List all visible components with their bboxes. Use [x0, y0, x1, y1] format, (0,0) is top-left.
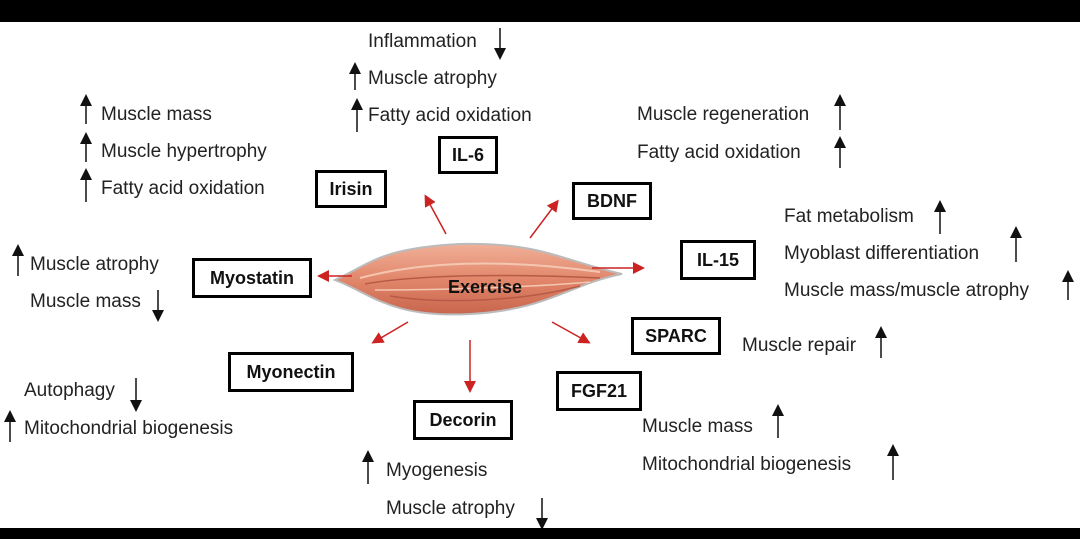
- sparc-box: SPARC: [631, 317, 721, 355]
- arrow-to-il6: [424, 194, 447, 235]
- bdnf-box: BDNF: [572, 182, 652, 220]
- diagram-canvas: Exercise: [0, 22, 1080, 528]
- irisin-effect-muscle-hypertrophy: Muscle hypertrophy: [101, 141, 267, 162]
- decorin-effect-myogenesis: Myogenesis: [386, 460, 488, 481]
- bdnf-effect-fatty-acid-oxidation: Fatty acid oxidation: [637, 142, 801, 163]
- il15-effect-muscle-mass-atrophy: Muscle mass/muscle atrophy: [784, 280, 1029, 301]
- il6-effect-muscle-atrophy: Muscle atrophy: [368, 68, 497, 89]
- irisin-box: Irisin: [315, 170, 387, 208]
- effect-arrows: [4, 28, 1074, 528]
- muscle-icon: Exercise: [332, 242, 623, 316]
- connector-layer: Exercise: [4, 28, 1074, 528]
- arrow-to-myonectin: [371, 321, 409, 344]
- arrow-to-bdnf: [529, 199, 559, 239]
- sparc-effect-muscle-repair: Muscle repair: [742, 335, 857, 356]
- fgf21-box: FGF21: [556, 371, 642, 411]
- myonectin-effect-mitochondrial-biogenesis: Mitochondrial biogenesis: [24, 418, 234, 439]
- arrow-to-fgf21: [551, 321, 591, 344]
- il6-box: IL-6: [438, 136, 498, 174]
- exercise-label: Exercise: [448, 277, 522, 297]
- il15-effect-fat-metabolism: Fat metabolism: [784, 206, 914, 227]
- decorin-effect-muscle-atrophy: Muscle atrophy: [386, 498, 515, 519]
- irisin-effect-fatty-acid-oxidation: Fatty acid oxidation: [101, 178, 265, 199]
- il15-effect-myoblast-differentiation: Myoblast differentiation: [784, 243, 980, 264]
- il6-effect-inflammation: Inflammation: [368, 31, 477, 52]
- bdnf-effect-muscle-regeneration: Muscle regeneration: [637, 104, 810, 125]
- myonectin-box: Myonectin: [228, 352, 354, 392]
- myostatin-box: Myostatin: [192, 258, 312, 298]
- decorin-box: Decorin: [413, 400, 513, 440]
- il6-effect-fatty-acid-oxidation: Fatty acid oxidation: [368, 105, 532, 126]
- myostatin-effect-muscle-mass: Muscle mass: [30, 291, 141, 312]
- fgf21-effect-mitochondrial-biogenesis: Mitochondrial biogenesis: [642, 454, 852, 475]
- myostatin-effect-muscle-atrophy: Muscle atrophy: [30, 254, 159, 275]
- myonectin-effect-autophagy: Autophagy: [24, 380, 115, 401]
- irisin-effect-muscle-mass: Muscle mass: [101, 104, 212, 125]
- fgf21-effect-muscle-mass: Muscle mass: [642, 416, 753, 437]
- il15-box: IL-15: [680, 240, 756, 280]
